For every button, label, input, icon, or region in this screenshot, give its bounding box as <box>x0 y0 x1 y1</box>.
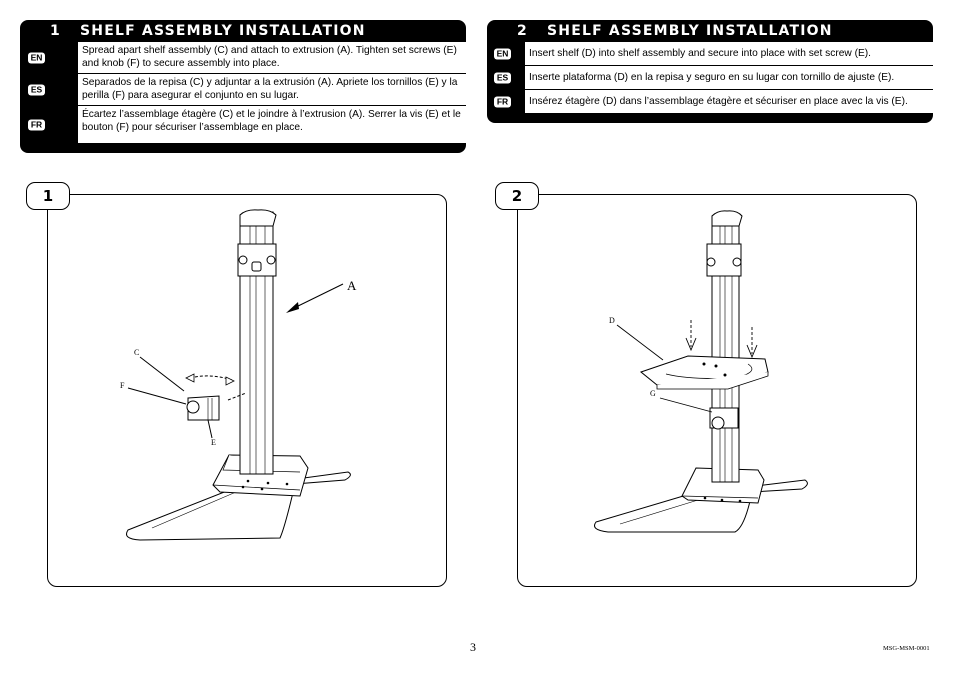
figure-2-badge: 2 <box>495 182 539 210</box>
step-1-header: 1 SHELF ASSEMBLY INSTALLATION <box>20 20 466 42</box>
step-1-rows: EN Spread apart shelf assembly (C) and a… <box>28 42 466 143</box>
instruction-row-es: ES Inserte plataforma (D) en la repisa y… <box>494 65 933 89</box>
step-2-rows: EN Insert shelf (D) into shelf assembly … <box>494 42 933 113</box>
lang-badge-fr: FR <box>494 96 511 107</box>
step-2-title: SHELF ASSEMBLY INSTALLATION <box>547 23 833 39</box>
lang-badge-es: ES <box>494 72 511 83</box>
label-f: F <box>120 381 125 390</box>
step-1-title: SHELF ASSEMBLY INSTALLATION <box>80 23 366 39</box>
instruction-row-fr: FR Écartez l’assemblage étagère (C) et l… <box>28 105 466 143</box>
instruction-row-fr: FR Insérez étagère (D) dans l’assemblage… <box>494 89 933 113</box>
label-a: A <box>347 278 357 293</box>
instruction-text: Insérez étagère (D) dans l’assemblage ét… <box>529 96 908 107</box>
step-1-number: 1 <box>50 23 61 39</box>
instruction-text: Écartez l’assemblage étagère (C) et le j… <box>82 109 461 133</box>
instruction-text: Insert shelf (D) into shelf assembly and… <box>529 48 871 59</box>
lang-badge-es: ES <box>28 84 45 95</box>
instruction-text: Separados de la repisa (C) y adjuntar a … <box>82 77 458 101</box>
label-g: G <box>650 389 656 398</box>
document-code: MSG-MSM-0001 <box>883 645 930 652</box>
instruction-row-en: EN Insert shelf (D) into shelf assembly … <box>494 42 933 65</box>
label-d: D <box>609 316 615 325</box>
step-2-header: 2 SHELF ASSEMBLY INSTALLATION <box>487 20 933 42</box>
lang-badge-en: EN <box>494 48 511 59</box>
step-2-number: 2 <box>517 23 528 39</box>
label-e: E <box>211 438 216 447</box>
lang-badge-fr: FR <box>28 119 45 130</box>
step-1-instructions: 1 SHELF ASSEMBLY INSTALLATION EN Spread … <box>20 20 466 153</box>
label-c: C <box>134 348 139 357</box>
instruction-text: Inserte plataforma (D) en la repisa y se… <box>529 72 895 83</box>
figure-1-illustration: A C F E <box>120 209 357 541</box>
page-number: 3 <box>470 640 476 654</box>
instruction-text: Spread apart shelf assembly (C) and atta… <box>82 45 457 69</box>
instruction-row-es: ES Separados de la repisa (C) y adjuntar… <box>28 73 466 105</box>
instruction-row-en: EN Spread apart shelf assembly (C) and a… <box>28 42 466 73</box>
figure-1-badge: 1 <box>26 182 70 210</box>
step-2-instructions: 2 SHELF ASSEMBLY INSTALLATION EN Insert … <box>487 20 933 123</box>
lang-badge-en: EN <box>28 52 45 63</box>
figure-2-illustration: D G <box>594 210 808 533</box>
